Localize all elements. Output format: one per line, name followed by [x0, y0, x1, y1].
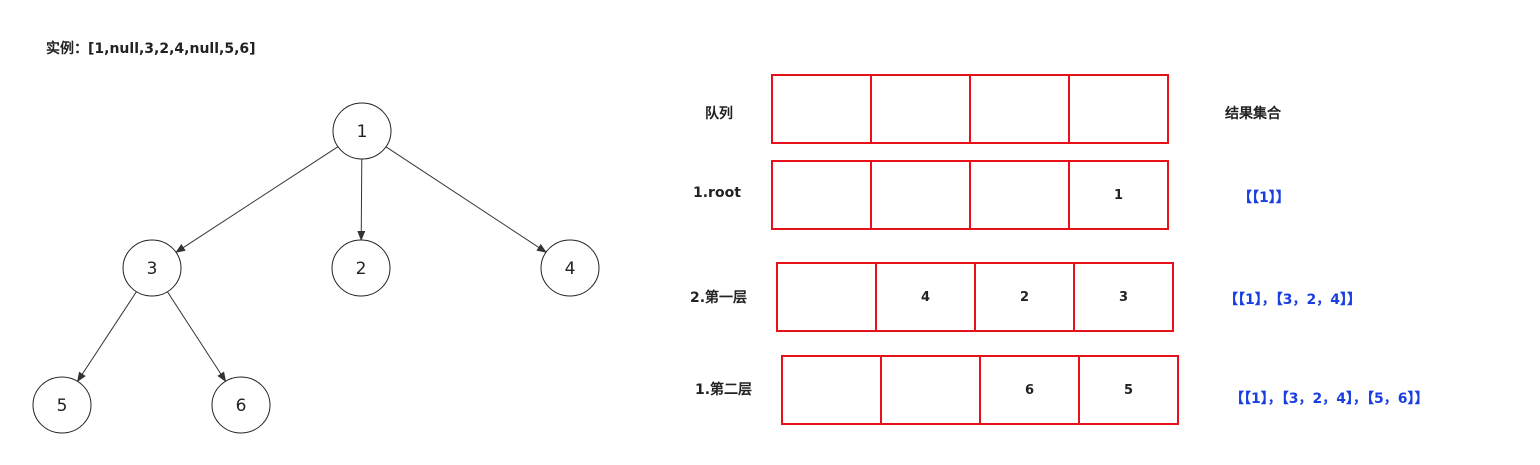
tree-node-circle — [211, 376, 271, 434]
queue-header: 队列 — [705, 106, 733, 122]
queue-cell — [880, 355, 981, 425]
queue-cell: 4 — [875, 262, 976, 332]
queue-cell — [969, 74, 1070, 144]
queue-row-level-1: 4 2 3 — [776, 262, 1174, 332]
tree-node: 1 — [332, 102, 392, 160]
tree-node: 3 — [122, 239, 182, 297]
tree-node-circle — [122, 239, 182, 297]
queue-cell — [870, 160, 971, 230]
queue-cell — [870, 74, 971, 144]
tree-node-circle — [332, 102, 392, 160]
tree-edge-arrow — [357, 158, 366, 242]
tree-edge-arrow — [76, 291, 137, 383]
queue-cell: 3 — [1073, 262, 1174, 332]
queue-cell — [969, 160, 1070, 230]
tree-node: 4 — [540, 239, 600, 297]
tree-node-circle — [32, 376, 92, 434]
n-ary-tree-diagram: 1 3 2 4 5 6 — [32, 102, 600, 434]
queue-cell: 1 — [1068, 160, 1169, 230]
result-header: 结果集合 — [1225, 106, 1281, 122]
tree-node-label: 4 — [565, 259, 576, 279]
queue-cell: 5 — [1078, 355, 1179, 425]
tree-edge-arrow — [175, 146, 339, 253]
tree-node-label: 2 — [356, 259, 367, 279]
tree-node-label: 1 — [357, 122, 368, 142]
tree-node-circle — [331, 239, 391, 297]
tree-node: 5 — [32, 376, 92, 434]
row-label-level-1: 2.第一层 — [690, 290, 748, 306]
result-level-2: 【【1】，【3，2，4】，【5，6】】 — [1230, 391, 1429, 407]
queue-cell: 2 — [974, 262, 1075, 332]
tree-node-label: 3 — [147, 259, 158, 279]
queue-cell: 6 — [979, 355, 1080, 425]
tree-node: 2 — [331, 239, 391, 297]
result-level-1: 【【1】，【3，2，4】】 — [1224, 292, 1361, 308]
queue-row-empty — [771, 74, 1169, 144]
tree-node-label: 6 — [236, 396, 247, 416]
queue-row-root: 1 — [771, 160, 1169, 230]
tree-node-circle — [540, 239, 600, 297]
queue-cell — [771, 74, 872, 144]
result-root: 【【1】】 — [1238, 190, 1290, 206]
tree-node: 6 — [211, 376, 271, 434]
queue-row-level-2: 6 5 — [781, 355, 1179, 425]
tree-edge-arrow — [385, 146, 547, 253]
queue-cell — [776, 262, 877, 332]
tree-edge-arrow — [166, 291, 227, 383]
row-label-root: 1.root — [693, 185, 741, 201]
tree-node-label: 5 — [57, 396, 68, 416]
row-label-level-2: 1.第二层 — [695, 382, 753, 398]
example-title: 实例：[1,null,3,2,4,null,5,6] — [46, 41, 256, 57]
queue-cell — [781, 355, 882, 425]
queue-cell — [1068, 74, 1169, 144]
queue-cell — [771, 160, 872, 230]
